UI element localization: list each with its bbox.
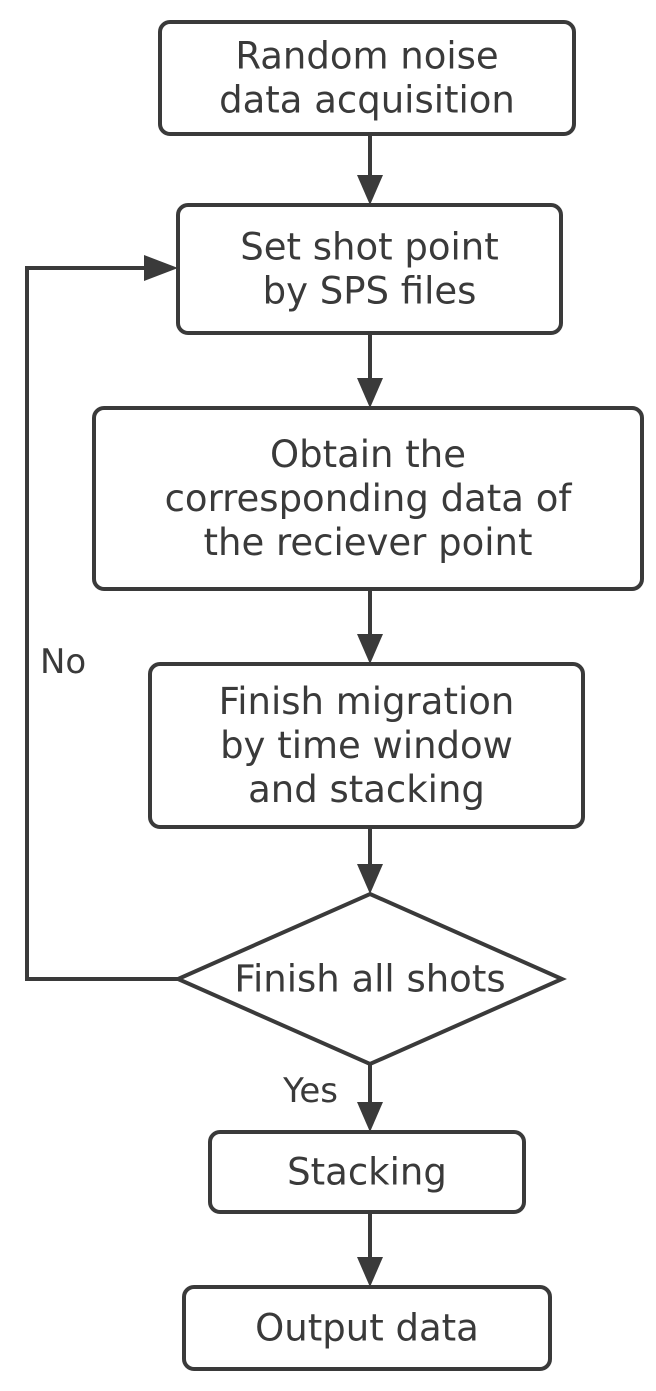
edge-finish-all-to-set-shot — [25, 255, 178, 981]
edge-finish-all-to-stacking-arrowhead — [357, 1102, 383, 1132]
process-box-acquisition — [158, 20, 576, 136]
decision-diamond-finish-all — [173, 891, 567, 1067]
edge-label-no: No — [40, 642, 86, 682]
process-box-migration — [148, 662, 585, 829]
process-box-set-shot — [176, 203, 563, 335]
node-output: Output data — [182, 1285, 552, 1371]
node-label-acquisition-line-1: data acquisition — [219, 79, 515, 122]
node-label-migration-line-2: and stacking — [248, 768, 485, 811]
edge-acquisition-to-set-shot — [357, 134, 383, 205]
edge-set-shot-to-obtain-arrowhead — [357, 378, 383, 408]
edge-label-yes: Yes — [282, 1071, 338, 1111]
node-label-acquisition-line-0: Random noise — [235, 35, 498, 78]
edge-finish-all-to-set-shot-line — [25, 266, 178, 981]
process-box-obtain — [92, 406, 644, 591]
edge-stacking-to-output-arrowhead — [357, 1257, 383, 1287]
node-label-set-shot-line-1: by SPS files — [263, 270, 477, 313]
node-label-migration-line-1: by time window — [220, 724, 513, 767]
edge-finish-all-to-stacking — [357, 1064, 383, 1132]
node-label-obtain-line-0: Obtain the — [270, 433, 466, 476]
edge-obtain-to-migration — [357, 589, 383, 664]
edge-acquisition-to-set-shot-arrowhead — [357, 175, 383, 205]
node-label-finish-all-line-0: Finish all shots — [234, 958, 505, 1001]
process-box-output — [182, 1285, 552, 1371]
node-finish-all: Finish all shots — [173, 891, 567, 1067]
edge-stacking-to-output — [357, 1212, 383, 1287]
node-stacking: Stacking — [208, 1130, 526, 1214]
node-label-stacking-line-0: Stacking — [287, 1151, 447, 1194]
edge-labels-layer: Yes No — [40, 642, 338, 1111]
edge-migration-to-finish-all — [357, 827, 383, 894]
edges-layer — [25, 134, 383, 1287]
node-label-set-shot-line-0: Set shot point — [240, 226, 499, 269]
edge-set-shot-to-obtain — [357, 333, 383, 408]
edge-finish-all-to-set-shot-arrowhead — [144, 255, 178, 281]
process-box-stacking — [208, 1130, 526, 1214]
node-label-output-line-0: Output data — [255, 1307, 479, 1350]
node-label-migration-line-0: Finish migration — [219, 680, 515, 723]
edge-obtain-to-migration-arrowhead — [357, 634, 383, 664]
edge-migration-to-finish-all-arrowhead — [357, 864, 383, 894]
node-label-obtain-line-1: corresponding data of — [165, 477, 573, 520]
node-label-obtain-line-2: the reciever point — [203, 521, 532, 564]
